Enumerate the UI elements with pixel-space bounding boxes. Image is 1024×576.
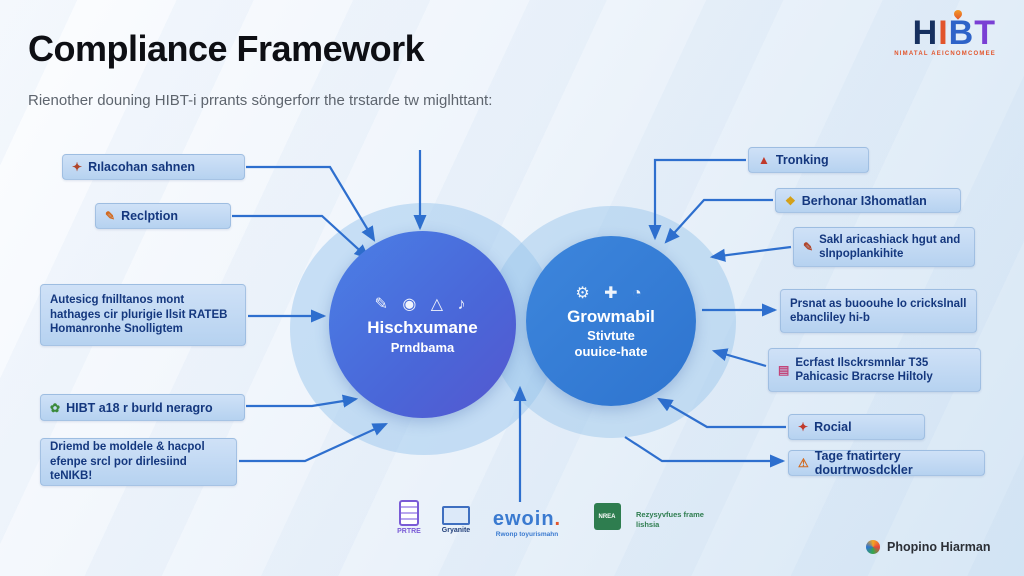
person-icon: ✦ xyxy=(72,160,83,174)
brand-tagline: NIMATAL AEICNOMCOMEE xyxy=(894,51,996,57)
right-box-3-label: Sakl aricashiack hgut and slnpoplankihit… xyxy=(819,233,961,260)
right-box-6: ✦ Rocial xyxy=(788,414,925,440)
circle-right: ⚙ ✚ ◔ Growmabil Stivtute ouuice-hate xyxy=(526,236,696,406)
gear-clock-icons: ⚙ ✚ ◔ xyxy=(575,285,647,302)
circle-left: ✎ ◉ △ ♪ Hischxumane Prndbama xyxy=(329,231,516,418)
brand-wordmark: HIBT xyxy=(894,8,996,53)
left-box-4: ✿ HIBT a18 r burld neragro xyxy=(40,394,245,421)
science-doodle-icons: ✎ ◉ △ ♪ xyxy=(374,296,471,313)
left-box-1: ✦ Rılacohan sahnen xyxy=(62,154,245,180)
page-subtitle: Rienother douning HIBT-i prrants söngerf… xyxy=(28,92,493,109)
brand-logo: HIBT NIMATAL AEICNOMCOMEE xyxy=(894,8,996,57)
sprout-icon: ✿ xyxy=(50,400,61,415)
color-wheel-icon xyxy=(866,540,880,554)
right-box-3: ✎ Sakl aricashiack hgut and slnpoplankih… xyxy=(793,227,975,267)
right-box-2: ❖ Berhonar I3homatlan xyxy=(775,188,961,213)
left-box-3-label: Autesicg fnilltanos mont hathages cir pl… xyxy=(50,294,228,336)
right-box-5-label: Ecrfast Ilsckrsmnlar T35 Pahicasic Bracr… xyxy=(795,356,933,383)
right-box-4-label: Prsnat as buoouhe lo crickslnall ebancli… xyxy=(790,297,967,324)
partner-label: Gryanite xyxy=(441,527,471,534)
pencil-icon: ✎ xyxy=(803,239,814,254)
author-credit: Phopino Hiarman xyxy=(866,540,990,554)
left-box-2-label: Reclption xyxy=(121,209,179,223)
partner-logo-nrea: NREA xyxy=(590,503,624,530)
partner-label: Rezysyvfues frame lishsia xyxy=(636,510,704,529)
partner-wordmark: ewoin. xyxy=(492,508,562,531)
partner-logo-rezys: Rezysyvfues frame lishsia xyxy=(636,510,718,530)
bookmark-icon: ✦ xyxy=(798,420,809,434)
green-square-logo-icon: NREA xyxy=(593,503,621,530)
right-box-6-label: Rocial xyxy=(814,420,852,434)
right-box-7-label: Tage fnatirtery dourtrwosdckler xyxy=(814,449,913,477)
screen-logo-icon xyxy=(442,506,470,525)
right-box-7: ⚠ Tage fnatirtery dourtrwosdckler xyxy=(788,449,985,477)
compass-icon: ❖ xyxy=(785,193,796,208)
left-box-5-label: Driemd be moldele & hacpol efenpe srcl p… xyxy=(50,441,205,483)
circle-right-line3: ouuice-hate xyxy=(574,344,648,359)
chart-icon: ▲ xyxy=(758,153,770,167)
left-box-2: ✎ Reclption xyxy=(95,203,231,229)
document-icon: ▤ xyxy=(778,362,790,377)
pencil-icon: ✎ xyxy=(105,209,116,223)
circle-right-title: Growmabil xyxy=(567,307,655,326)
warning-icon: ⚠ xyxy=(798,456,809,470)
page-title: Compliance Framework xyxy=(28,28,425,69)
left-box-1-label: Rılacohan sahnen xyxy=(88,160,196,174)
right-box-2-label: Berhonar I3homatlan xyxy=(801,193,927,208)
brand-letter: T xyxy=(974,14,996,52)
right-box-5: ▤ Ecrfast Ilsckrsmnlar T35 Pahicasic Bra… xyxy=(768,348,981,392)
document-logo-icon xyxy=(399,500,419,526)
brand-letter: H xyxy=(912,14,939,52)
left-box-4-label: HIBT a18 r burld neragro xyxy=(66,400,213,415)
right-box-1: ▲ Tronking xyxy=(748,147,869,173)
partner-label: PRTRE xyxy=(397,528,421,535)
partner-label: ewoin xyxy=(492,508,555,530)
circle-left-subtitle: Prndbama xyxy=(390,340,455,355)
circle-right-line2: Stivtute xyxy=(587,328,635,343)
brand-letter: B xyxy=(948,14,975,52)
partner-logo-gryanite: Gryanite xyxy=(436,506,476,534)
right-box-4: Prsnat as buoouhe lo crickslnall ebancli… xyxy=(780,289,977,333)
partner-sublabel: Rwonp toyurismahn xyxy=(495,531,559,538)
partner-logo-prtre: PRTRE xyxy=(392,500,426,535)
circle-left-title: Hischxumane xyxy=(367,318,478,337)
left-box-5: Driemd be moldele & hacpol efenpe srcl p… xyxy=(40,438,237,486)
left-box-3: Autesicg fnilltanos mont hathages cir pl… xyxy=(40,284,246,346)
right-box-1-label: Tronking xyxy=(775,153,829,167)
brand-letter: I xyxy=(938,14,949,52)
dot-icon: . xyxy=(554,508,562,530)
credit-text: Phopino Hiarman xyxy=(887,540,991,554)
partner-logo-ewoin: ewoin. Rwonp toyurismahn xyxy=(492,508,562,538)
